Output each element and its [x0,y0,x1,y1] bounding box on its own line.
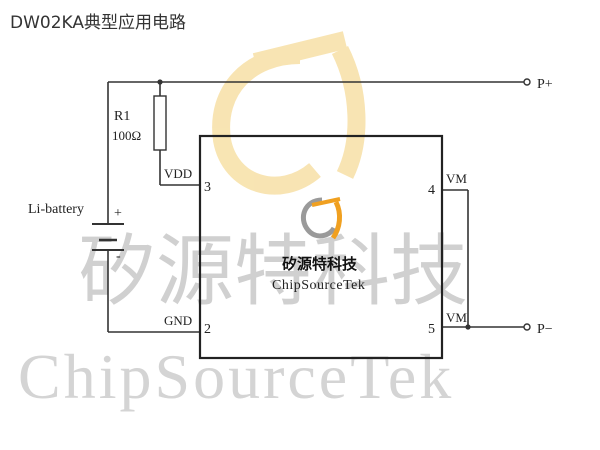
watermark-english: ChipSourceTek [18,341,454,412]
watermark-logo [212,31,366,195]
page-title: DW02KA典型应用电路 [10,13,187,33]
resistor-r1 [153,95,167,151]
pin-vm-bottom-name: VM [446,310,467,325]
pin-vm-top-name: VM [446,171,467,186]
resistor-ref-label: R1 [114,109,130,124]
terminal-negative-label: P− [537,322,553,337]
battery-minus-label: - [116,249,121,264]
terminal-positive-label: P+ [537,77,553,92]
junction-dot-top [157,79,163,85]
junction-dot-vm [465,324,471,330]
pin-gnd-number: 2 [204,322,211,337]
pin-gnd-name: GND [164,313,192,328]
pin-vdd-number: 3 [204,180,211,195]
ic-chip-box [198,134,444,360]
pin-vm-bottom-number: 5 [428,322,435,337]
battery-plus-label: + [114,206,122,221]
pin-vdd-name: VDD [164,166,192,181]
chip-logo [301,197,343,240]
watermark-chinese: 矽源特科技 [78,227,468,317]
battery-label: Li-battery [28,202,84,217]
chip-brand-chinese: 矽源特科技 [282,255,358,273]
battery-symbol [92,223,124,251]
terminal-positive [523,78,531,86]
terminal-negative [523,323,531,331]
chip-brand-english: ChipSourceTek [272,278,365,293]
pin-vm-top-number: 4 [428,183,435,198]
wires [107,81,524,333]
resistor-value-label: 100Ω [112,128,141,143]
